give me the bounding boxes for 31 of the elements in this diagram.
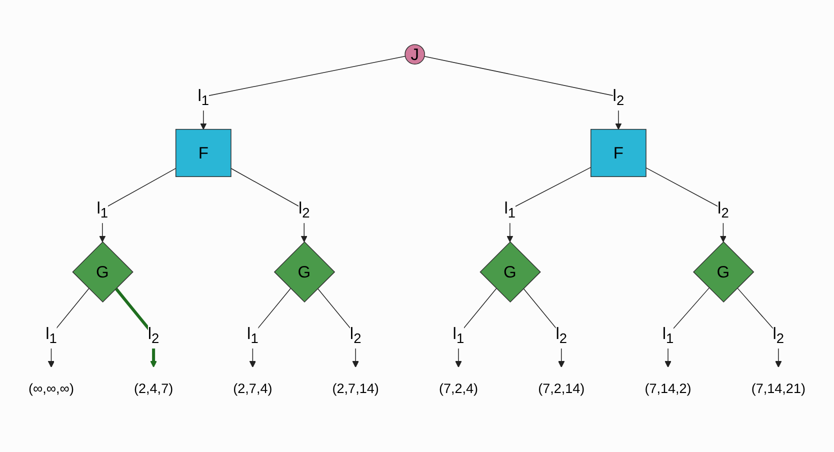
arrow: [424, 56, 622, 130]
edge-label: l$_{1}$: [504, 198, 516, 220]
edge-label: l$_{1}$: [46, 324, 57, 346]
edge-label: l$_{2}$: [298, 198, 310, 220]
node-box: F: [175, 128, 232, 177]
node-text: (7,2,14): [538, 380, 585, 396]
edge-label: l$_{2}$: [350, 324, 362, 346]
node-diamond: G: [480, 241, 541, 303]
node-diamond: G: [72, 241, 134, 303]
node-text: (2,7,14): [332, 380, 379, 396]
edge-label: l$_{1}$: [96, 198, 108, 220]
edge-label: l$_{1}$: [662, 324, 674, 346]
node-text: (∞,∞,∞): [28, 380, 74, 396]
edge-label: l$_{2}$: [772, 324, 784, 346]
edge-label: l$_{2}$: [148, 324, 160, 346]
node-text: (7,2,4): [438, 380, 478, 396]
node-circle: J: [404, 44, 425, 64]
edge-label: l$_{1}$: [198, 86, 210, 108]
node-box: F: [590, 128, 646, 177]
edge-label: l$_{1}$: [247, 324, 258, 346]
node-diamond: G: [274, 241, 336, 303]
node-text: (7,14,2): [644, 380, 692, 396]
node-text: (2,4,7): [134, 380, 174, 396]
edge-label: l$_{1}$: [452, 324, 464, 346]
edge-label: l$_{2}$: [556, 324, 568, 346]
edge-label: l$_{2}$: [612, 86, 624, 108]
arrow: [200, 56, 406, 130]
node-text: (2,7,4): [233, 380, 272, 396]
node-diamond: G: [692, 241, 754, 303]
node-text: (7,14,21): [751, 380, 806, 396]
edge-label: l$_{2}$: [718, 198, 729, 220]
